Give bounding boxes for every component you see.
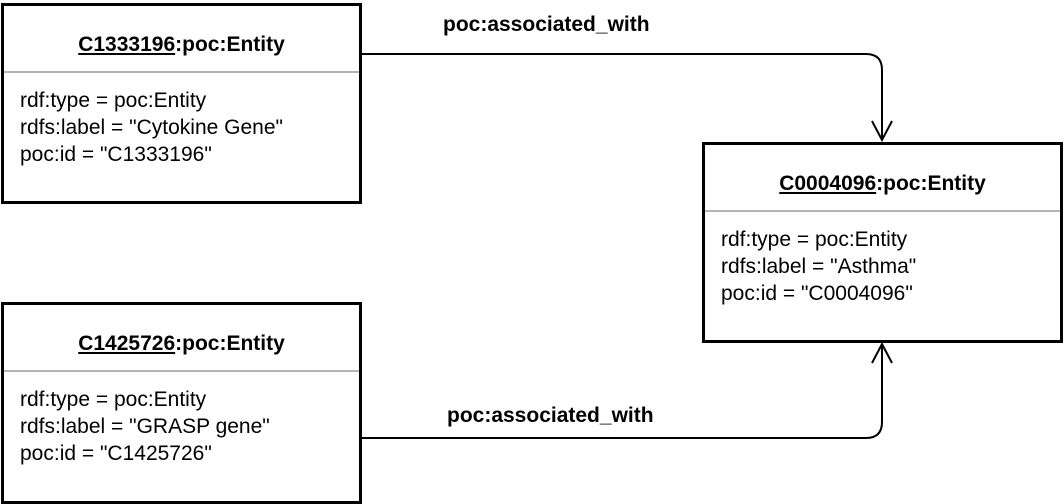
arrowhead-c0004096-bottom: [871, 341, 893, 364]
node-title: C0004096:poc:Entity: [705, 172, 1060, 196]
arrowhead-c0004096-top: [871, 120, 893, 143]
attr-rdf-type: rdf:type = poc:Entity: [20, 388, 207, 411]
node-separator: [705, 210, 1060, 212]
attr-rdfs-label: rdfs:label = "Asthma": [721, 255, 917, 278]
attr-rdfs-label: rdfs:label = "Cytokine Gene": [20, 116, 283, 139]
node-separator: [4, 71, 359, 73]
attr-rdf-type: rdf:type = poc:Entity: [721, 228, 908, 251]
node-id: C0004096: [779, 172, 877, 195]
node-type-suffix: :poc:Entity: [175, 332, 285, 355]
attr-poc-id: poc:id = "C0004096": [721, 282, 913, 305]
node-separator: [4, 370, 359, 372]
node-title: C1425726:poc:Entity: [4, 332, 359, 356]
edge-label-top: poc:associated_with: [443, 13, 650, 36]
node-attributes: rdf:type = poc:Entity rdfs:label = "Asth…: [721, 226, 916, 307]
entity-node-c1425726[interactable]: C1425726:poc:Entity rdf:type = poc:Entit…: [1, 302, 362, 504]
attr-rdfs-label: rdfs:label = "GRASP gene": [20, 415, 270, 438]
edge-label-bottom: poc:associated_with: [447, 404, 654, 427]
edge-line-c1333196-to-c0004096: [362, 53, 883, 140]
node-type-suffix: :poc:Entity: [175, 33, 285, 56]
entity-node-c0004096[interactable]: C0004096:poc:Entity rdf:type = poc:Entit…: [702, 142, 1063, 343]
node-attributes: rdf:type = poc:Entity rdfs:label = "Cyto…: [20, 87, 283, 168]
attr-poc-id: poc:id = "C1425726": [20, 442, 212, 465]
node-attributes: rdf:type = poc:Entity rdfs:label = "GRAS…: [20, 386, 270, 467]
edge-line-c1425726-to-c0004096: [362, 344, 883, 439]
node-title: C1333196:poc:Entity: [4, 33, 359, 57]
attr-rdf-type: rdf:type = poc:Entity: [20, 89, 207, 112]
attr-poc-id: poc:id = "C1333196": [20, 143, 212, 166]
node-id: C1425726: [78, 332, 176, 355]
node-id: C1333196: [78, 33, 176, 56]
node-type-suffix: :poc:Entity: [876, 172, 986, 195]
entity-node-c1333196[interactable]: C1333196:poc:Entity rdf:type = poc:Entit…: [1, 3, 362, 204]
